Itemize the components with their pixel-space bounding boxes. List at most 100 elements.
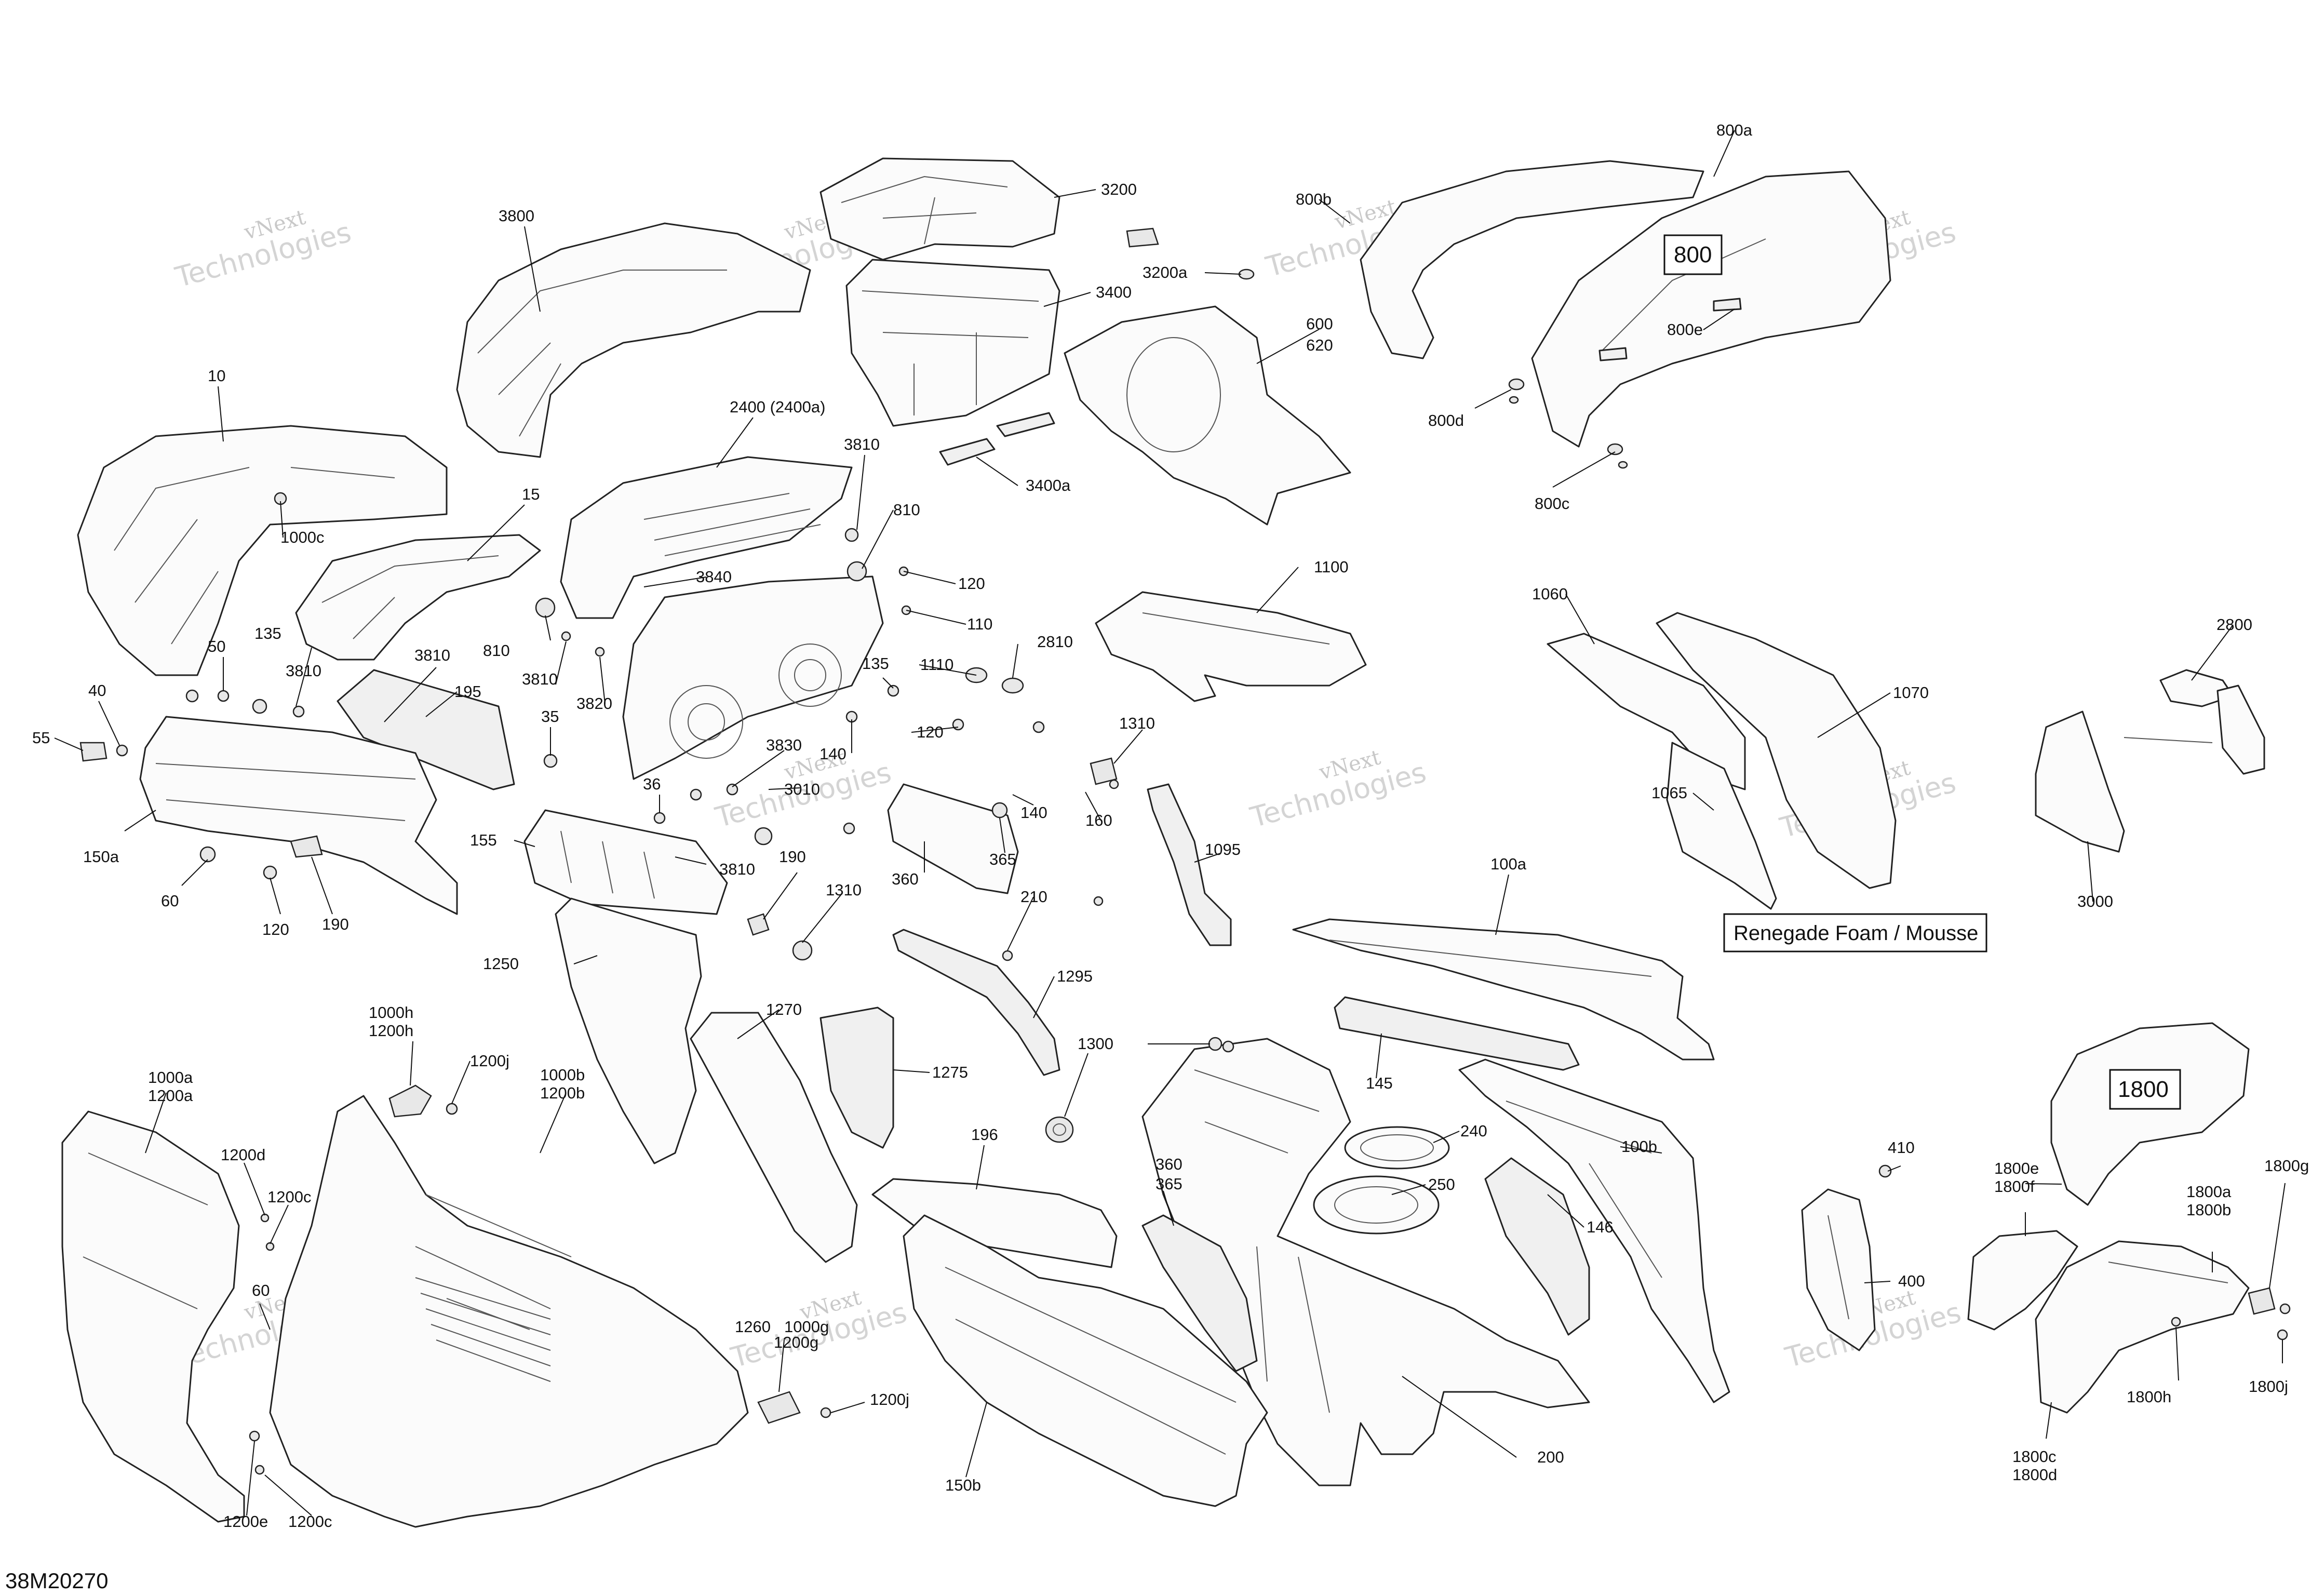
part-1000a-left-side-panel	[61, 1110, 245, 1523]
part-800b-deflector	[1360, 160, 1704, 359]
part-800a-windshield	[1531, 170, 1891, 448]
part-3200-upper-cover	[819, 157, 1060, 261]
part-15-lower-nose	[295, 534, 541, 661]
callout-1100: 1100	[1314, 558, 1349, 576]
part-155-vent-grille	[523, 809, 728, 915]
callout-1300: 1300	[1078, 1035, 1113, 1053]
callout-110: 110	[967, 615, 992, 633]
svg-text:Renegade Foam / Mousse: Renegade Foam / Mousse	[1734, 922, 1978, 945]
callout-1200c-b: 1200c	[288, 1512, 332, 1531]
callout-3810-b: 3810	[522, 670, 558, 688]
part-headlight-assembly	[622, 575, 884, 780]
callout-410: 410	[1888, 1138, 1915, 1157]
callout-labels: 3200 3200a 3400 3400a 3800 10 15 1000c 2…	[32, 121, 2309, 1531]
callout-1800h: 1800h	[2127, 1388, 2171, 1406]
callout-190-b: 190	[779, 848, 806, 866]
callout-2810: 2810	[1037, 633, 1073, 651]
callout-195: 195	[454, 682, 481, 701]
callout-3810-c: 3810	[286, 662, 321, 680]
part-3200a-clip	[1126, 227, 1255, 280]
part-400-handguard	[1801, 1188, 1876, 1351]
fastener-hardware	[79, 492, 2291, 1475]
callout-1275: 1275	[932, 1063, 968, 1081]
callout-36: 36	[643, 775, 661, 793]
callout-box-800	[1663, 234, 1723, 275]
callout-1800d: 1800d	[2012, 1466, 2057, 1484]
callout-150b: 150b	[945, 1476, 981, 1494]
callout-1070: 1070	[1893, 683, 1929, 702]
callout-210: 210	[1020, 888, 1047, 906]
part-200-center-body	[1141, 1038, 1590, 1486]
callout-135-b: 135	[254, 624, 281, 642]
callout-250: 250	[1428, 1175, 1455, 1193]
callout-1200d: 1200d	[221, 1146, 265, 1164]
callout-1260: 1260	[735, 1318, 771, 1336]
callout-1200j-b: 1200j	[870, 1390, 909, 1409]
part-1000g-bracket	[757, 1391, 801, 1424]
part-1300-grommet	[1045, 1116, 1074, 1143]
callout-1200a: 1200a	[148, 1087, 193, 1105]
callout-1000c: 1000c	[280, 528, 324, 546]
callout-1800j: 1800j	[2249, 1377, 2288, 1396]
part-600-dash-frame	[1064, 305, 1351, 526]
callout-1250: 1250	[483, 955, 519, 973]
callout-15: 15	[522, 485, 540, 503]
part-100b-rear-fairing	[1458, 1058, 1730, 1403]
part-1060-foam-pad	[1547, 633, 1746, 790]
part-1800-housing	[2050, 1022, 2250, 1206]
part-145-strip	[1334, 996, 1580, 1071]
part-360-bracket	[887, 783, 1019, 894]
callout-365-b: 365	[1156, 1175, 1183, 1193]
callout-1000g: 1000g	[784, 1318, 829, 1336]
callout-1095: 1095	[1205, 840, 1241, 859]
part-1800g-bracket	[2248, 1287, 2276, 1315]
callout-1060: 1060	[1532, 585, 1568, 603]
part-195-reflector-strip	[337, 669, 515, 790]
part-10-hood	[77, 425, 448, 676]
callout-120-a: 120	[958, 574, 985, 593]
callout-1800e: 1800e	[1994, 1159, 2039, 1177]
callout-1800g: 1800g	[2264, 1157, 2309, 1175]
note-renegade-foam: Renegade Foam / Mousse	[1723, 913, 1987, 953]
part-1070-foam-pad	[1656, 612, 1897, 889]
callout-1200g: 1200g	[774, 1333, 818, 1351]
callout-200: 200	[1537, 1448, 1564, 1466]
callout-35: 35	[541, 707, 559, 726]
callout-box-1800	[2109, 1069, 2181, 1110]
watermark: vNext Technologies	[1246, 745, 1429, 834]
part-2800-bracket	[2124, 669, 2265, 775]
callout-1295: 1295	[1057, 967, 1093, 985]
part-3400a-strips	[939, 412, 1055, 466]
callout-140-b: 140	[1020, 803, 1047, 822]
callout-360-a: 360	[892, 870, 919, 888]
part-150b-side-panel	[903, 1214, 1268, 1507]
callout-3400: 3400	[1096, 283, 1132, 301]
callout-40: 40	[88, 681, 106, 700]
callout-3810-e: 3810	[719, 860, 755, 878]
callout-100b: 100b	[1621, 1137, 1657, 1156]
callout-1800a: 1800a	[2186, 1183, 2232, 1201]
callout-140-a: 140	[819, 745, 847, 763]
part-100a-side-fairing	[1292, 918, 1715, 1061]
callout-50: 50	[208, 637, 225, 655]
callout-10: 10	[208, 367, 225, 385]
part-250-fuel-cap	[1313, 1175, 1440, 1235]
part-146-pad	[1484, 1157, 1590, 1336]
callout-800c: 800c	[1535, 494, 1569, 513]
callout-800: 800	[1674, 242, 1712, 267]
callout-800b: 800b	[1296, 190, 1332, 208]
callout-1270: 1270	[766, 1000, 802, 1018]
callout-1200e: 1200e	[223, 1512, 268, 1531]
callout-3800: 3800	[499, 207, 534, 225]
part-1250-side-panel	[555, 897, 702, 1164]
part-1295-strip	[892, 929, 1060, 1076]
callout-2400: 2400 (2400a)	[730, 398, 825, 416]
callout-3820: 3820	[576, 694, 612, 713]
callout-1200h: 1200h	[369, 1022, 413, 1040]
callout-620: 620	[1306, 336, 1333, 354]
callout-2800: 2800	[2216, 615, 2252, 634]
callout-150a: 150a	[83, 848, 119, 866]
callout-800d: 800d	[1428, 411, 1464, 430]
callout-1000a: 1000a	[148, 1068, 193, 1087]
